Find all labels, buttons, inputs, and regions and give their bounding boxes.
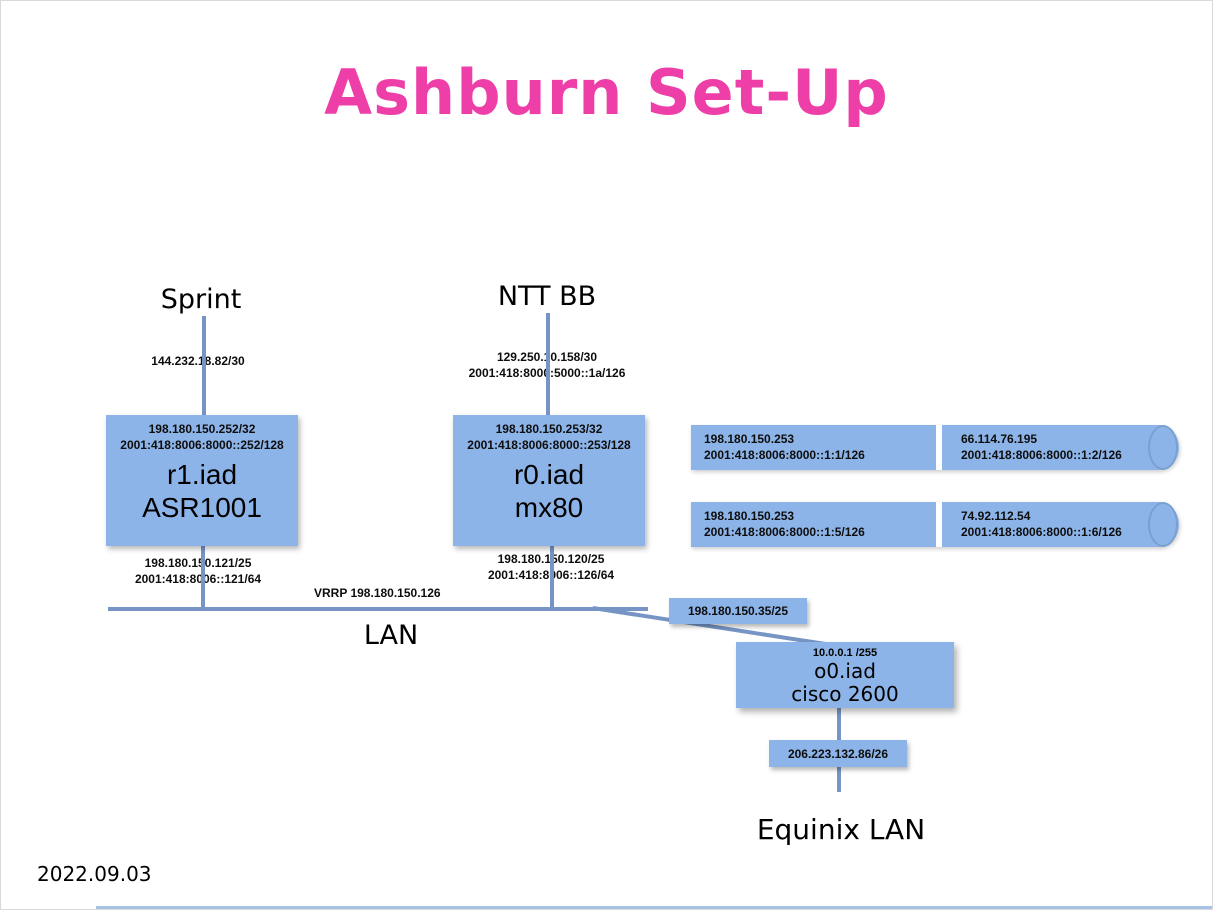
r0-loopback-v6: 2001:418:8006:8000::253/128: [467, 438, 631, 452]
slide-title: Ashburn Set-Up: [324, 56, 889, 129]
tunnel1-local-endpoint: 198.180.150.253 2001:418:8006:8000::1:1/…: [704, 431, 865, 463]
r0-hostname: r0.iad: [513, 459, 585, 490]
tunnel2-remote-v4: 74.92.112.54: [961, 509, 1031, 523]
tunnel1-remote-v4: 66.114.76.195: [961, 432, 1038, 446]
uplink-ntt-label: NTT BB: [497, 281, 597, 312]
tunnel1-local-v6: 2001:418:8006:8000::1:1/126: [704, 448, 865, 462]
bottom-blue-bar: [96, 906, 1212, 909]
r1-model: ASR1001: [142, 492, 262, 523]
equinix-lan-label: Equinix LAN: [756, 813, 926, 846]
router-r0: 198.180.150.253/32 2001:418:8006:8000::2…: [453, 415, 645, 546]
r1-lan-v6: 2001:418:8006::121/64: [134, 572, 262, 586]
tunnel1-remote-v6: 2001:418:8006:8000::1:2/126: [961, 448, 1122, 462]
r0-lan-line: [550, 546, 554, 610]
r1-loopback-v6: 2001:418:8006:8000::252/128: [120, 438, 284, 452]
r1-lan-address-label: 198.180.150.121/25 2001:418:8006::121/64: [103, 555, 293, 587]
tunnel1-remote-endpoint: 66.114.76.195 2001:418:8006:8000::1:2/12…: [961, 431, 1122, 463]
tunnel1-local-v4: 198.180.150.253: [704, 432, 795, 446]
pipe-separator: [936, 425, 942, 470]
tunnel2-local-v6: 2001:418:8006:8000::1:5/126: [704, 525, 865, 539]
pipe-end-cap-icon: [1148, 502, 1178, 547]
sprint-circuit-label: 144.232.18.82/30: [151, 354, 245, 368]
router-o0: 10.0.0.1 /255 o0.iad cisco 2600: [736, 642, 954, 708]
sprint-link-line: [202, 316, 206, 416]
o0-mgmt-ip: 10.0.0.1 /255: [812, 647, 878, 659]
spur-address-badge: 198.180.150.35/25: [669, 598, 807, 624]
spur-address: 198.180.150.35/25: [687, 604, 789, 618]
r0-model: mx80: [514, 492, 584, 523]
uplink-sprint-label: Sprint: [160, 284, 242, 315]
o0-hostname: o0.iad: [814, 659, 876, 683]
pipe-separator: [936, 502, 942, 547]
slide-date: 2022.09.03: [37, 862, 152, 886]
router-r1: 198.180.150.252/32 2001:418:8006:8000::2…: [106, 415, 298, 546]
ntt-link-line: [546, 313, 550, 416]
o0-model: cisco 2600: [791, 682, 899, 706]
downlink-address: 206.223.132.86/26: [787, 746, 889, 761]
r1-hostname: r1.iad: [166, 459, 238, 490]
pipe-end-cap-icon: [1148, 425, 1178, 470]
tunnel2-local-endpoint: 198.180.150.253 2001:418:8006:8000::1:5/…: [704, 508, 865, 540]
tunnel2-local-v4: 198.180.150.253: [704, 509, 795, 523]
r0-loopback-v4: 198.180.150.253/32: [495, 422, 603, 436]
vrrp-label: VRRP 198.180.150.126: [314, 586, 441, 600]
lan-line: [108, 607, 648, 611]
lan-label: LAN: [363, 620, 419, 651]
r1-loopback-v4: 198.180.150.252/32: [148, 422, 256, 436]
downlink-address-badge: 206.223.132.86/26: [769, 740, 907, 767]
tunnel-pipe-2: 198.180.150.253 2001:418:8006:8000::1:5/…: [691, 502, 1179, 547]
tunnel2-remote-v6: 2001:418:8006:8000::1:6/126: [961, 525, 1122, 539]
r1-lan-line: [201, 546, 205, 610]
tunnel2-remote-endpoint: 74.92.112.54 2001:418:8006:8000::1:6/126: [961, 508, 1122, 540]
r1-lan-v4: 198.180.150.121/25: [144, 556, 252, 570]
tunnel-pipe-1: 198.180.150.253 2001:418:8006:8000::1:1/…: [691, 425, 1179, 470]
